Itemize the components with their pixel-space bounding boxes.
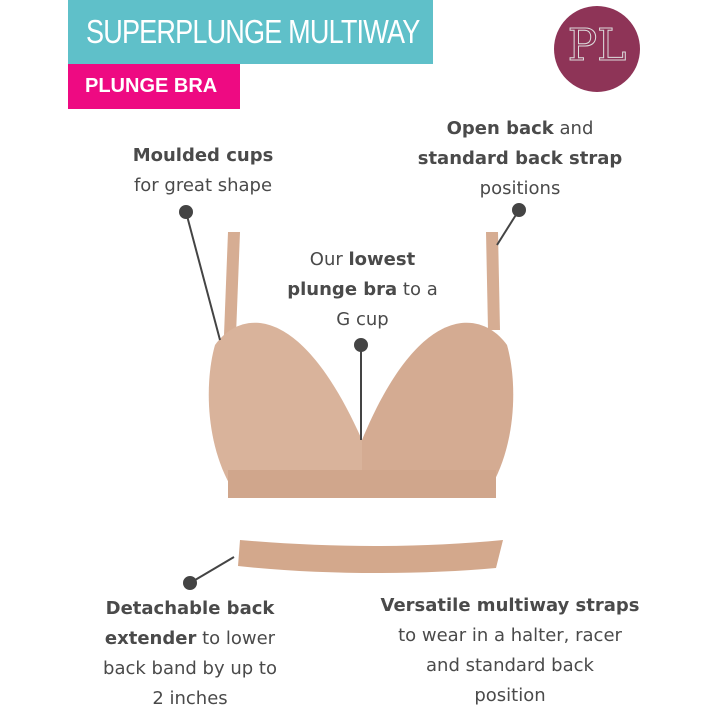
band [228, 470, 496, 498]
right-strap [486, 232, 500, 330]
left-cup [208, 322, 362, 485]
right-cup [362, 322, 514, 485]
product-type-banner: PLUNGE BRA [68, 64, 240, 109]
brand-logo[interactable]: PL [554, 6, 640, 92]
left-strap [224, 232, 240, 335]
back-extender [238, 540, 503, 574]
product-title-banner: SUPERPLUNGE MULTIWAY [68, 0, 433, 64]
